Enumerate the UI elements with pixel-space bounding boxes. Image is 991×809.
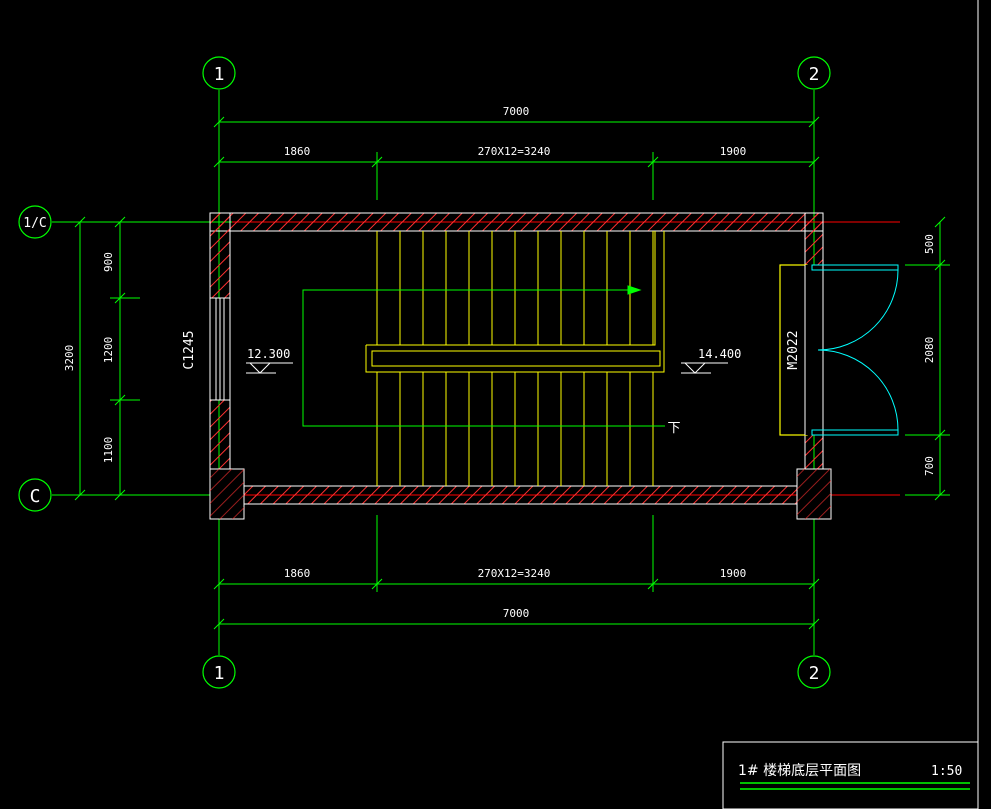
axis-bubble-row-1c: 1/C [18, 205, 52, 239]
dim-top-total: 7000 [503, 105, 530, 118]
dim-bottom-left: 1860 [284, 567, 311, 580]
axis-bubble-top-2: 2 [797, 56, 831, 90]
axis-bubble-row-c: C [18, 478, 52, 512]
axis-bubble-bottom-2: 2 [797, 655, 831, 689]
dim-right-top: 500 [923, 234, 936, 254]
dim-top-mid: 270X12=3240 [478, 145, 551, 158]
svg-text:C: C [30, 486, 41, 507]
dim-right-mid: 2080 [923, 337, 936, 364]
window-label: C1245 [182, 330, 197, 369]
svg-text:1: 1 [214, 64, 225, 85]
drawing-title: 1# 楼梯底层平面图 [738, 763, 861, 779]
handrail [365, 231, 665, 373]
level-marker-left [246, 362, 293, 374]
drawing-scale: 1:50 [931, 764, 962, 779]
title-block [722, 741, 979, 809]
dim-bottom-mid: 270X12=3240 [478, 567, 551, 580]
level-marker-right [681, 362, 728, 374]
bottom-dimensions [213, 515, 820, 630]
dim-bottom-total: 7000 [503, 607, 530, 620]
door-label: M2022 [786, 330, 801, 369]
grid-axis-bubbles: 1 2 1 2 1/C C [18, 56, 831, 689]
walls [209, 212, 824, 505]
left-dimensions [74, 216, 140, 501]
dim-right-bottom: 700 [923, 456, 936, 476]
right-dimensions [905, 216, 950, 501]
columns [209, 468, 832, 520]
dim-left-total: 3200 [63, 345, 76, 372]
door-m2022 [779, 264, 899, 436]
dim-top-left: 1860 [284, 145, 311, 158]
down-label: 下 [667, 421, 680, 436]
dim-bottom-right: 1900 [720, 567, 747, 580]
svg-text:1: 1 [214, 663, 225, 684]
dim-left-bottom: 1100 [102, 437, 115, 464]
axis-bubble-top-1: 1 [202, 56, 236, 90]
top-dimensions [213, 116, 820, 200]
svg-text:2: 2 [809, 64, 820, 85]
stair-treads [376, 231, 654, 486]
window-c1245 [209, 297, 231, 401]
level-left-label: 12.300 [247, 347, 290, 361]
dim-top-right: 1900 [720, 145, 747, 158]
axis-bubble-bottom-1: 1 [202, 655, 236, 689]
dim-left-top: 900 [102, 252, 115, 272]
svg-text:2: 2 [809, 663, 820, 684]
direction-path [302, 285, 665, 427]
dim-left-mid: 1200 [102, 337, 115, 364]
svg-text:1/C: 1/C [23, 216, 46, 231]
level-right-label: 14.400 [698, 347, 741, 361]
